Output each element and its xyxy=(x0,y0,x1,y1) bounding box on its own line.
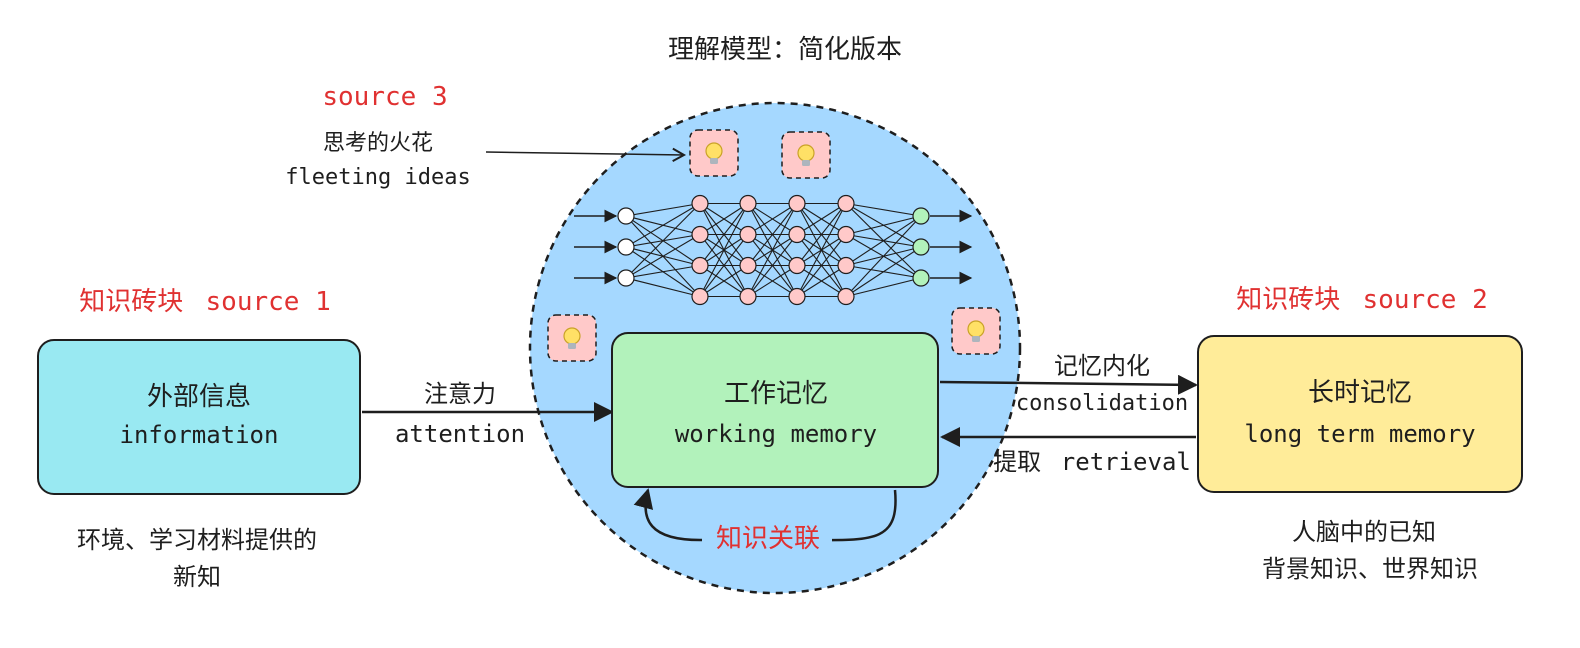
network-edge xyxy=(699,203,749,266)
source3-arrow xyxy=(485,147,687,162)
network-hidden-node xyxy=(691,256,709,275)
network-edge xyxy=(625,203,701,279)
longterm-title-zh: 长时记忆 xyxy=(1308,378,1412,408)
network-output-node xyxy=(912,269,930,287)
working-title-en: working memory xyxy=(675,420,877,448)
external-title-zh: 外部信息 xyxy=(147,382,251,412)
consolidation-arrow xyxy=(939,374,1198,395)
network-edge xyxy=(747,203,798,235)
network-hidden-node xyxy=(837,194,855,213)
attention-en: attention xyxy=(395,420,525,448)
lightbulb-icon xyxy=(797,144,815,166)
network-hidden-node xyxy=(788,256,806,275)
network-edge xyxy=(625,277,701,298)
network-hidden-node xyxy=(837,256,855,275)
source3-en: fleeting ideas xyxy=(285,165,470,190)
source3-label: source 3 xyxy=(322,82,447,112)
network-edge xyxy=(845,215,922,236)
longterm-title-en: long term memory xyxy=(1244,420,1475,448)
lightbulb-icon xyxy=(967,320,985,342)
network-hidden-node xyxy=(788,225,806,244)
network-hidden-node xyxy=(691,225,709,244)
working-memory-box xyxy=(611,332,939,488)
network-edge xyxy=(625,203,701,248)
network-edge xyxy=(747,265,798,297)
external-tag-en: source 1 xyxy=(206,287,331,317)
network-input-node xyxy=(617,207,635,225)
lightbulb-icon xyxy=(563,327,581,349)
external-desc-line2: 新知 xyxy=(173,563,221,591)
network-hidden-node xyxy=(739,287,757,306)
network-nodes xyxy=(617,194,930,306)
idea-bulb-4 xyxy=(951,307,1001,355)
network-edge xyxy=(796,203,847,235)
network-output-node xyxy=(912,207,930,225)
network-edge xyxy=(747,234,798,297)
network-edge xyxy=(699,234,749,297)
external-tag: 知识砖块 source 1 xyxy=(79,287,331,317)
network-edges xyxy=(625,202,922,298)
network-hidden-node xyxy=(788,287,806,306)
network-edge xyxy=(625,234,701,279)
network-edge xyxy=(796,203,847,297)
longterm-desc-line1: 人脑中的已知 xyxy=(1292,518,1436,546)
network-edge xyxy=(699,203,749,297)
network-edge xyxy=(747,203,798,297)
network-edge xyxy=(699,203,749,235)
network-hidden-node xyxy=(739,256,757,275)
network-edge xyxy=(796,203,847,266)
network-hidden-node xyxy=(739,194,757,213)
network-hidden-node xyxy=(837,287,855,306)
retrieval-zh: 提取 xyxy=(993,448,1041,476)
longterm-tag: 知识砖块 source 2 xyxy=(1236,285,1488,315)
network-edge xyxy=(796,265,847,297)
longterm-memory-box xyxy=(1197,335,1523,493)
source3-zh: 思考的火花 xyxy=(323,131,433,156)
network-edge xyxy=(625,202,701,217)
network-edge xyxy=(796,234,847,297)
longterm-tag-zh: 知识砖块 xyxy=(1236,285,1340,315)
network-edge xyxy=(845,277,922,298)
knowledge-loop-label-bg xyxy=(702,518,832,556)
longterm-tag-en: source 2 xyxy=(1363,285,1488,315)
consolidation-zh: 记忆内化 xyxy=(1054,352,1150,380)
network-edge xyxy=(747,203,798,266)
network-edge xyxy=(845,246,922,297)
attention-zh: 注意力 xyxy=(424,380,496,408)
network-edge xyxy=(625,264,701,279)
external-tag-zh: 知识砖块 xyxy=(79,287,183,317)
network-hidden-node xyxy=(691,287,709,306)
knowledge-loop-label: 知识关联 xyxy=(716,524,820,554)
network-input-node xyxy=(617,269,635,287)
external-title-en: information xyxy=(120,421,279,449)
network-hidden-node xyxy=(837,225,855,244)
network-edge xyxy=(845,215,922,266)
network-edge xyxy=(699,265,749,297)
external-info-box xyxy=(37,339,361,495)
retrieval-label: 提取 retrieval xyxy=(993,448,1191,476)
idea-bulb-1 xyxy=(689,129,739,177)
external-desc-line1: 环境、学习材料提供的 xyxy=(77,526,317,554)
network-edge xyxy=(845,202,922,217)
network-hidden-node xyxy=(739,225,757,244)
longterm-desc-line2: 背景知识、世界知识 xyxy=(1262,555,1478,583)
lightbulb-icon xyxy=(705,142,723,164)
diagram-title: 理解模型：简化版本 xyxy=(668,35,902,65)
network-input-node xyxy=(617,238,635,256)
network-arrows xyxy=(574,209,973,285)
idea-bulb-2 xyxy=(781,131,831,179)
idea-bulb-3 xyxy=(547,314,597,362)
network-edge xyxy=(845,215,922,297)
network-hidden-node xyxy=(788,194,806,213)
working-title-zh: 工作记忆 xyxy=(724,379,828,409)
network-hidden-node xyxy=(691,194,709,213)
network-output-node xyxy=(912,238,930,256)
retrieval-en: retrieval xyxy=(1061,448,1191,476)
consolidation-en: consolidation xyxy=(1016,391,1188,416)
